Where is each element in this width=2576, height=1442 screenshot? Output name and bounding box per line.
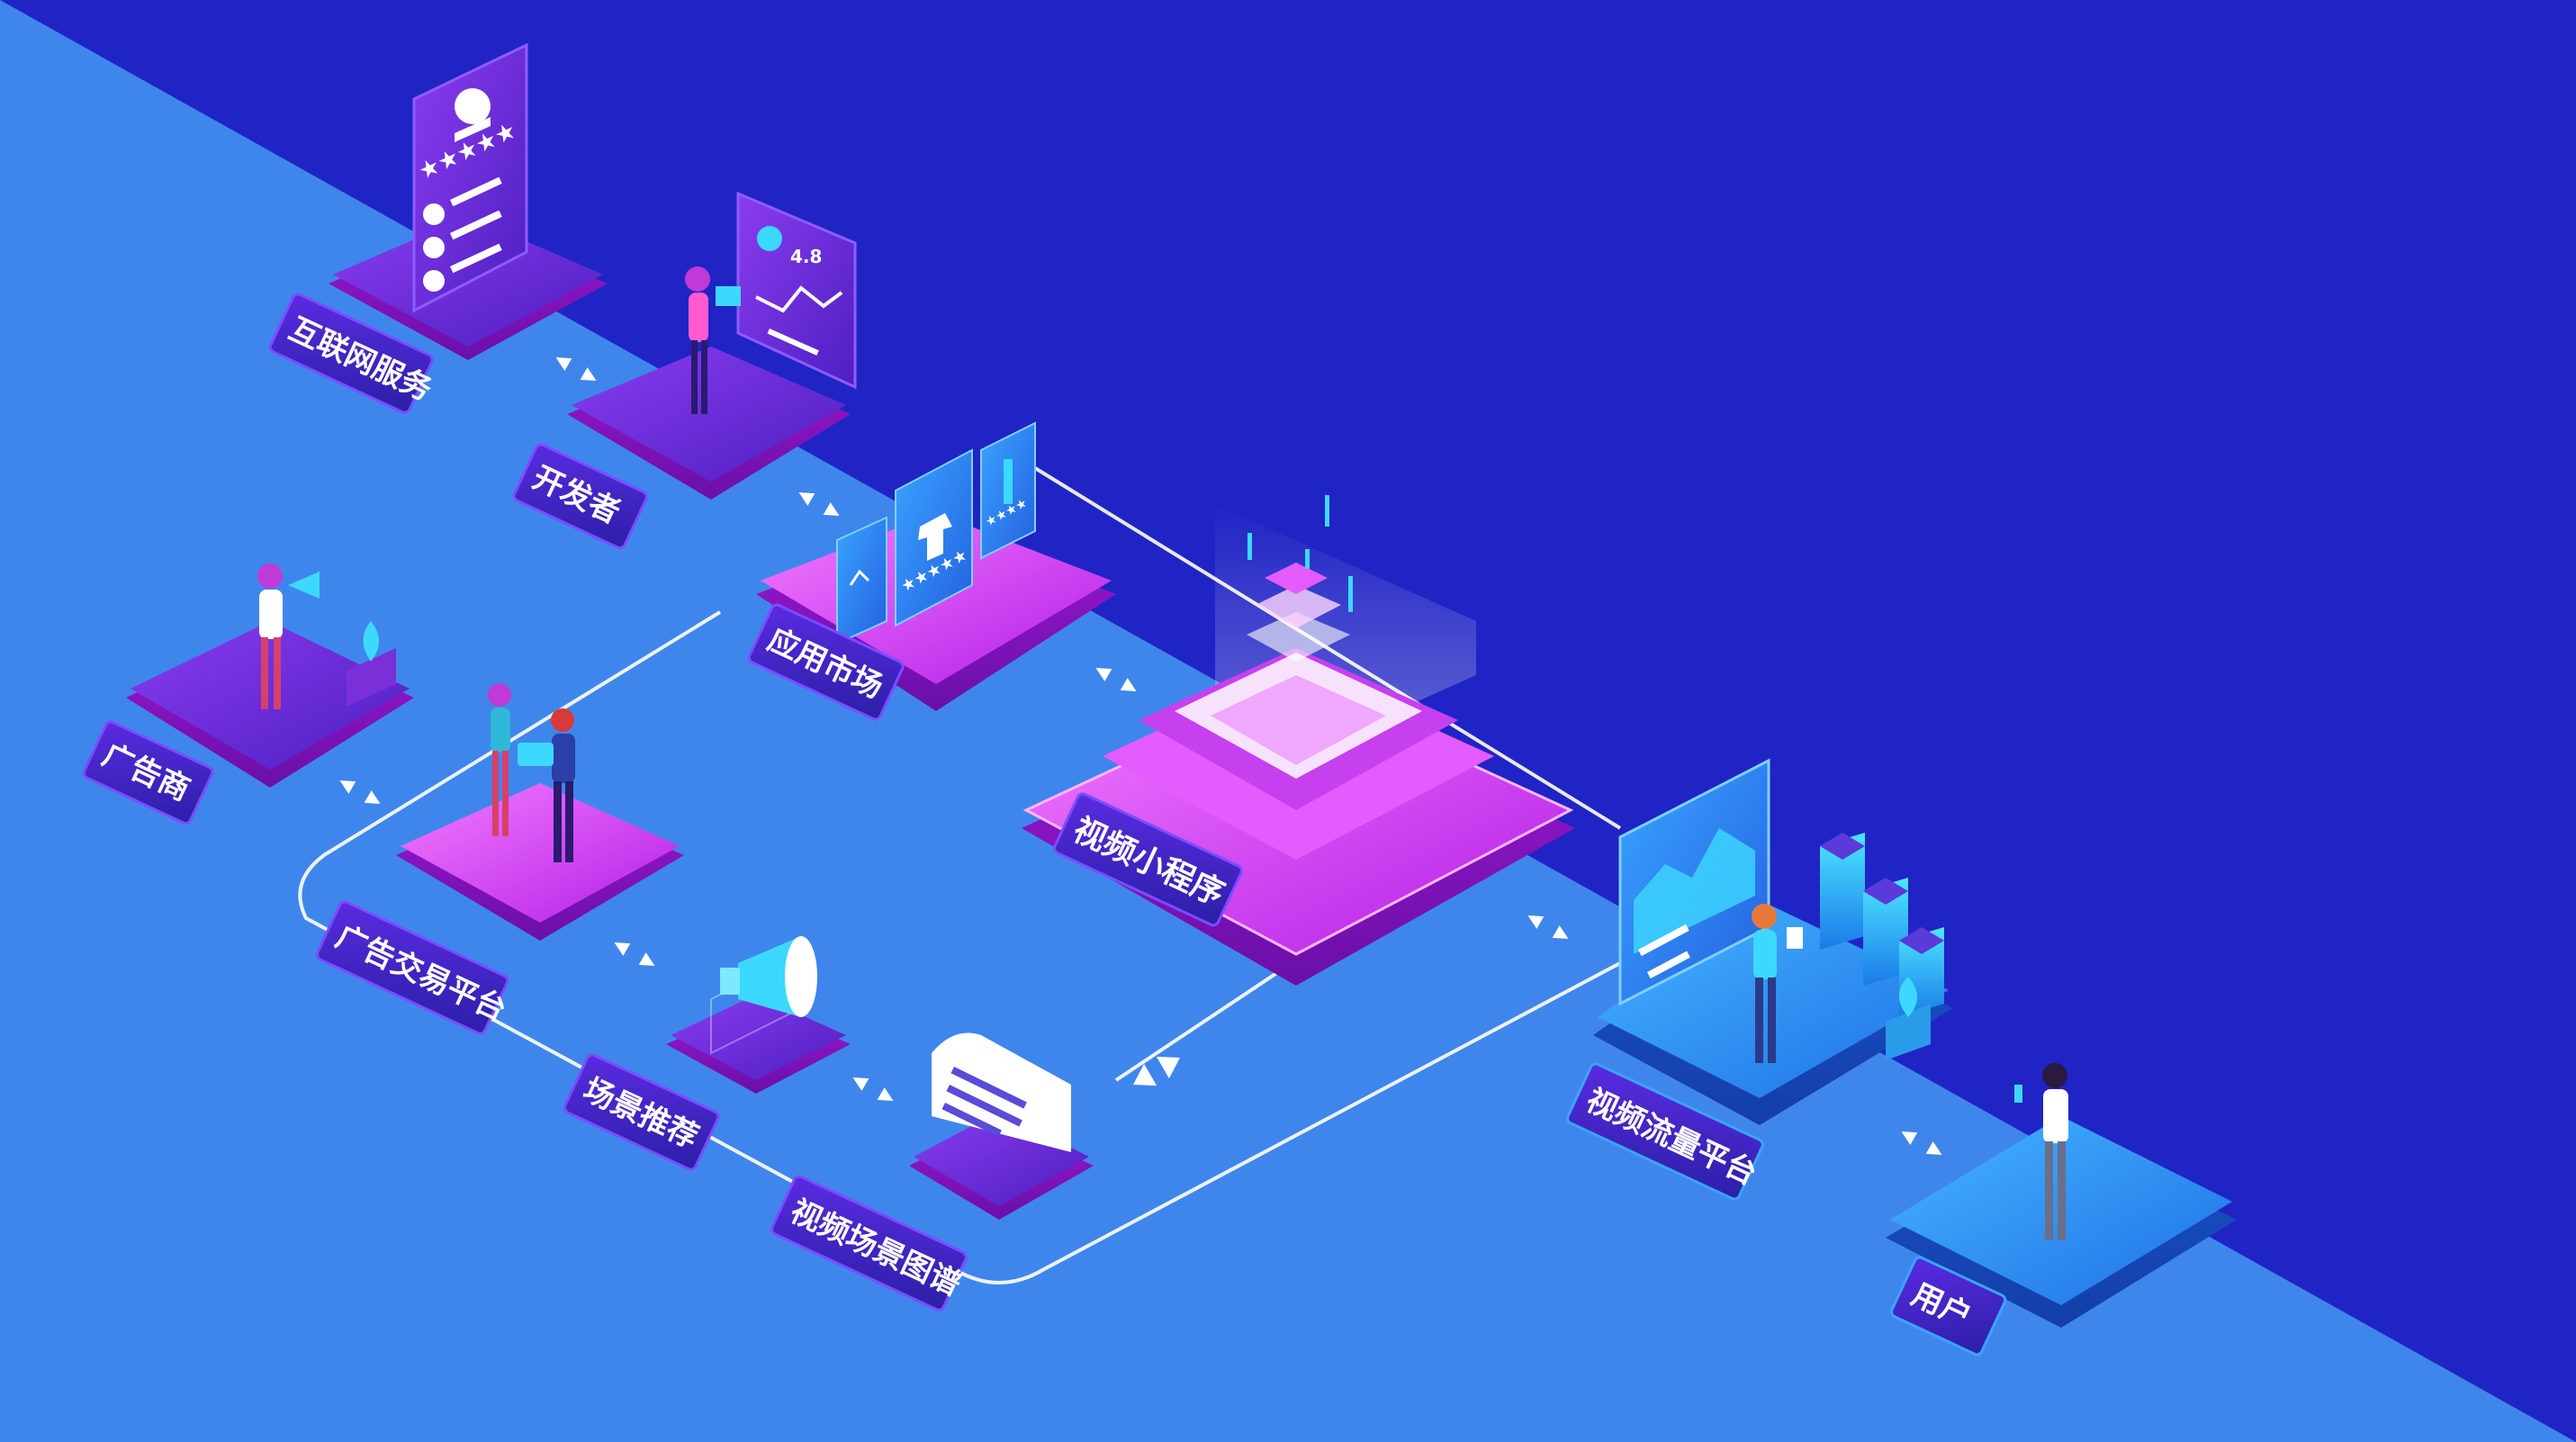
document-scroll-icon: ✔ ✔ xyxy=(931,1032,1071,1152)
flow-arrows xyxy=(339,357,1942,1155)
bar-chart-icon xyxy=(1820,833,1944,1060)
product-cards-icon: ★★★★★ ★★★★ xyxy=(836,421,1036,645)
dashboard-screen-icon xyxy=(1618,758,1770,1006)
node-developer: 4.8 开发者 xyxy=(512,191,857,550)
megaphone-icon xyxy=(710,936,817,1055)
svg-text:✔: ✔ xyxy=(934,1067,946,1084)
people-exchange-icon xyxy=(488,683,575,862)
node-app-market: ★★★★★ ★★★★ 应用市场 xyxy=(747,421,1116,721)
person-advertiser xyxy=(257,563,320,709)
profile-card-icon: ★★★★★ xyxy=(412,42,528,313)
node-scene-recommend: 场景推荐 xyxy=(563,936,851,1171)
person-user xyxy=(2014,1063,2068,1240)
node-video-traffic-platform: 视频流量平台 xyxy=(1566,758,1953,1201)
node-ad-exchange: 广告交易平台 xyxy=(315,683,684,1035)
person-developer xyxy=(685,266,741,414)
rising-particles xyxy=(1247,495,1353,612)
person-analyst xyxy=(1752,904,1803,1063)
node-user: 用户 xyxy=(1886,1063,2237,1356)
flame-icon xyxy=(347,621,396,707)
card-rating: 4.8 xyxy=(790,246,822,267)
svg-text:✔: ✔ xyxy=(931,1085,942,1102)
node-advertiser: 广告商 xyxy=(82,563,414,825)
